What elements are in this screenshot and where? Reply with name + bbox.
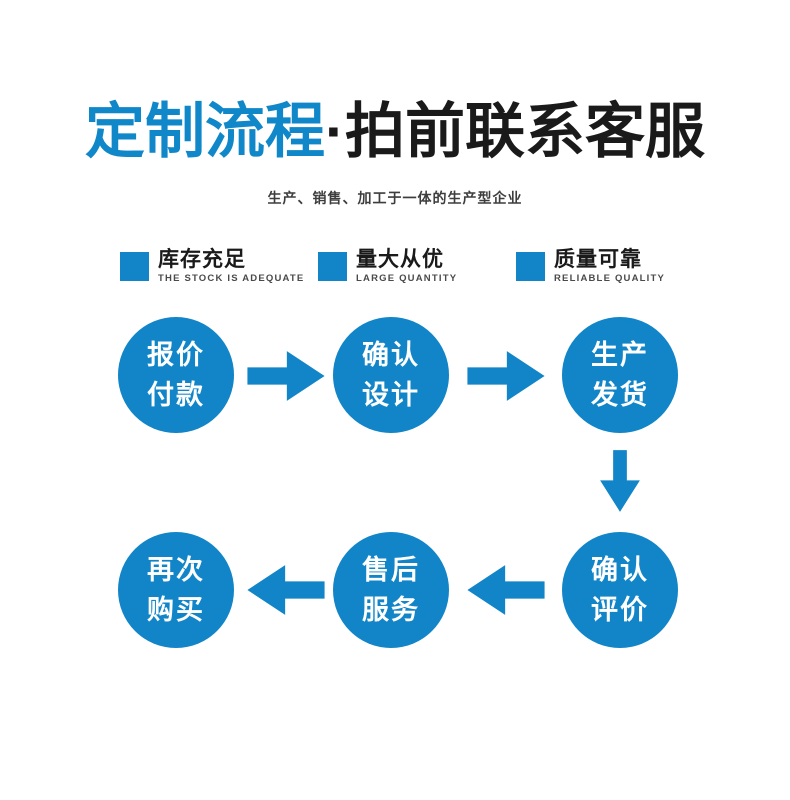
step-label-line2: 服务 <box>362 595 420 625</box>
step-label-line1: 确认 <box>362 340 420 370</box>
flow-step-after-sales-service: 售后 服务 <box>333 532 449 648</box>
feature-quality: 质量可靠 RELIABLE QUALITY <box>516 247 665 285</box>
arrow-down-icon <box>600 450 640 512</box>
blue-square-icon <box>318 251 347 281</box>
arrow-right-icon <box>467 351 545 401</box>
step-label-line2: 设计 <box>362 380 420 410</box>
feature-zh-label: 量大从优 <box>356 247 444 271</box>
step-label-line2: 评价 <box>591 595 649 625</box>
page-title: 定制流程·拍前联系客服 <box>0 92 790 172</box>
feature-en-label: LARGE QUANTITY <box>356 272 458 284</box>
feature-stock: 库存充足 THE STOCK IS ADEQUATE <box>120 247 304 285</box>
step-label-line2: 发货 <box>591 380 649 410</box>
feature-en-label: RELIABLE QUALITY <box>554 272 666 284</box>
step-label-line2: 购买 <box>147 595 205 625</box>
arrow-right-icon <box>247 351 325 401</box>
flow-step-production-shipping: 生产 发货 <box>562 317 678 433</box>
step-label-line1: 售后 <box>362 555 420 585</box>
flow-step-confirm-design: 确认 设计 <box>333 317 449 433</box>
blue-square-icon <box>516 251 545 281</box>
step-label-line1: 确认 <box>591 555 649 585</box>
feature-text: 质量可靠 RELIABLE QUALITY <box>554 248 665 285</box>
feature-zh-label: 库存充足 <box>158 247 246 271</box>
blue-square-icon <box>120 251 149 281</box>
flow-step-repurchase: 再次 购买 <box>118 532 234 648</box>
title-highlight: 定制流程 <box>85 98 325 165</box>
step-label-line2: 付款 <box>147 380 205 410</box>
flow-step-quote-payment: 报价 付款 <box>118 317 234 433</box>
flow-step-confirm-review: 确认 评价 <box>562 532 678 648</box>
feature-text: 库存充足 THE STOCK IS ADEQUATE <box>158 248 304 285</box>
step-label-line1: 报价 <box>147 340 205 370</box>
title-rest: ·拍前联系客服 <box>325 98 705 165</box>
arrow-left-icon <box>467 565 545 615</box>
feature-en-label: THE STOCK IS ADEQUATE <box>158 272 305 284</box>
step-label-line1: 生产 <box>591 340 649 370</box>
feature-quantity: 量大从优 LARGE QUANTITY <box>318 247 457 285</box>
step-label-line1: 再次 <box>147 555 205 585</box>
subtitle: 生产、销售、加工于一体的生产型企业 <box>267 190 523 206</box>
feature-text: 量大从优 LARGE QUANTITY <box>356 248 457 285</box>
feature-zh-label: 质量可靠 <box>554 247 642 271</box>
arrow-left-icon <box>247 565 325 615</box>
